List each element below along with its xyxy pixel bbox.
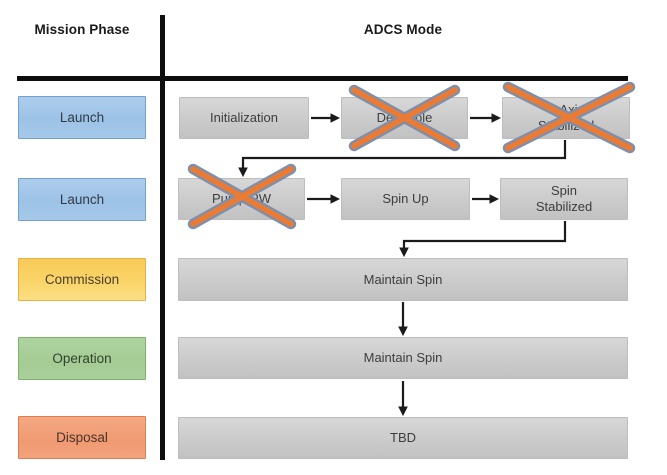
arrow-spin-stabilized-to-maintain-spin <box>399 221 567 258</box>
phase-box-launch-1: Launch <box>18 96 146 139</box>
phase-box-commission: Commission <box>18 258 146 301</box>
mode-label: Detumble <box>376 110 433 126</box>
phase-label: Disposal <box>56 430 108 445</box>
mode-label: Maintain Spin <box>363 350 443 366</box>
phase-label: Launch <box>59 110 105 125</box>
phase-label: Commission <box>44 272 120 287</box>
mode-label: 3-Axis Stabilized <box>537 102 595 133</box>
mode-box-tbd: TBD <box>178 417 628 459</box>
phase-box-disposal: Disposal <box>18 416 146 459</box>
arrow-3axis-to-pump-rw <box>238 140 567 178</box>
mode-box-initialization: Initialization <box>179 97 309 139</box>
mode-label: Maintain Spin <box>363 271 443 287</box>
column-header-mission-phase: Mission Phase <box>34 21 130 37</box>
mode-label: Pump RW <box>212 191 271 207</box>
mode-box-detumble: Detumble <box>341 97 468 139</box>
mode-box-spin-up: Spin Up <box>341 178 470 220</box>
mode-box-pump-rw: Pump RW <box>178 178 305 220</box>
mode-label: Initialization <box>210 110 278 126</box>
phase-box-operation: Operation <box>18 337 146 380</box>
phase-label: Operation <box>52 351 112 366</box>
mode-box-3-axis-stabilized: 3-Axis Stabilized <box>502 97 630 139</box>
mode-box-maintain-spin-1: Maintain Spin <box>178 258 628 301</box>
mode-label: TBD <box>390 430 416 446</box>
mode-box-spin-stabilized: Spin Stabilized <box>500 178 628 220</box>
column-header-adcs-mode: ADCS Mode <box>363 21 443 37</box>
phase-label: Launch <box>59 192 105 207</box>
header-divider-line <box>17 76 628 81</box>
mode-label: Spin Stabilized <box>535 183 593 214</box>
mode-label: Spin Up <box>382 191 429 207</box>
mode-box-maintain-spin-2: Maintain Spin <box>178 337 628 379</box>
phase-box-launch-2: Launch <box>18 178 146 221</box>
column-divider-line <box>160 15 165 460</box>
